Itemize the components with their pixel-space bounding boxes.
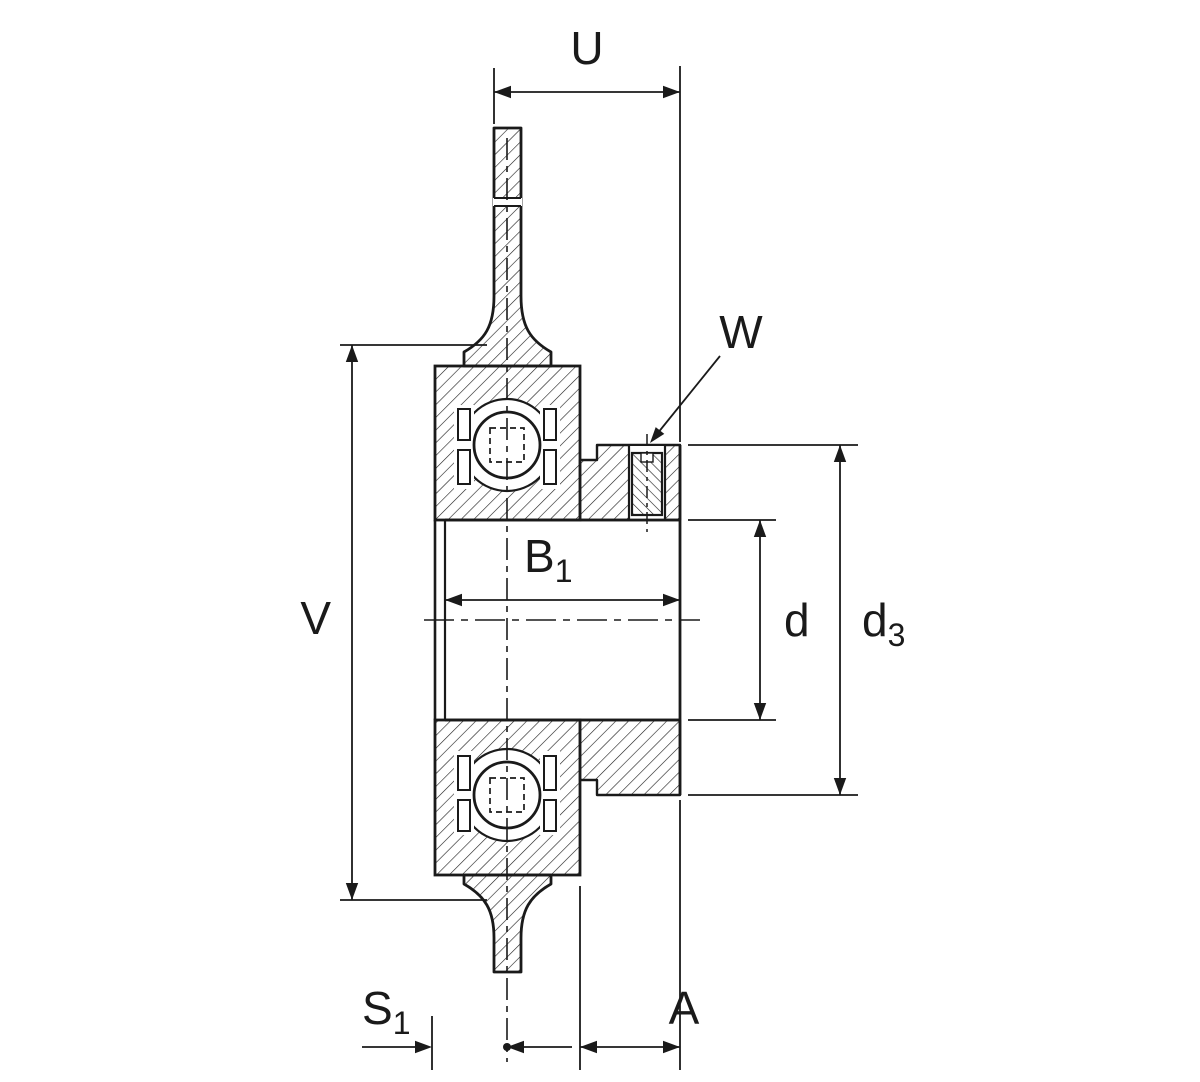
seal-top-left <box>457 408 471 485</box>
rivet-groove <box>493 198 522 206</box>
dimension-u: U <box>493 22 681 442</box>
label-s1: S1 <box>362 982 410 1041</box>
label-w: W <box>719 306 763 358</box>
label-v: V <box>300 592 331 644</box>
dimension-d: d <box>688 519 810 721</box>
label-b1: B1 <box>524 530 572 589</box>
label-d: d <box>784 594 810 646</box>
seal-top-right <box>543 408 557 485</box>
dimension-s1: S1 <box>362 982 572 1070</box>
seal-bottom-right <box>543 755 557 832</box>
dimension-b1: B1 <box>445 530 680 607</box>
label-u: U <box>570 22 603 74</box>
set-screw <box>627 434 667 532</box>
centerline-dot <box>503 1043 511 1051</box>
seal-bottom-left <box>457 755 471 832</box>
dimension-w: W <box>650 306 763 443</box>
label-d3: d3 <box>862 594 905 653</box>
dimension-v: V <box>300 344 487 901</box>
label-a: A <box>669 982 700 1034</box>
dimension-d3: d3 <box>688 444 905 796</box>
dimension-a: A <box>579 800 700 1070</box>
